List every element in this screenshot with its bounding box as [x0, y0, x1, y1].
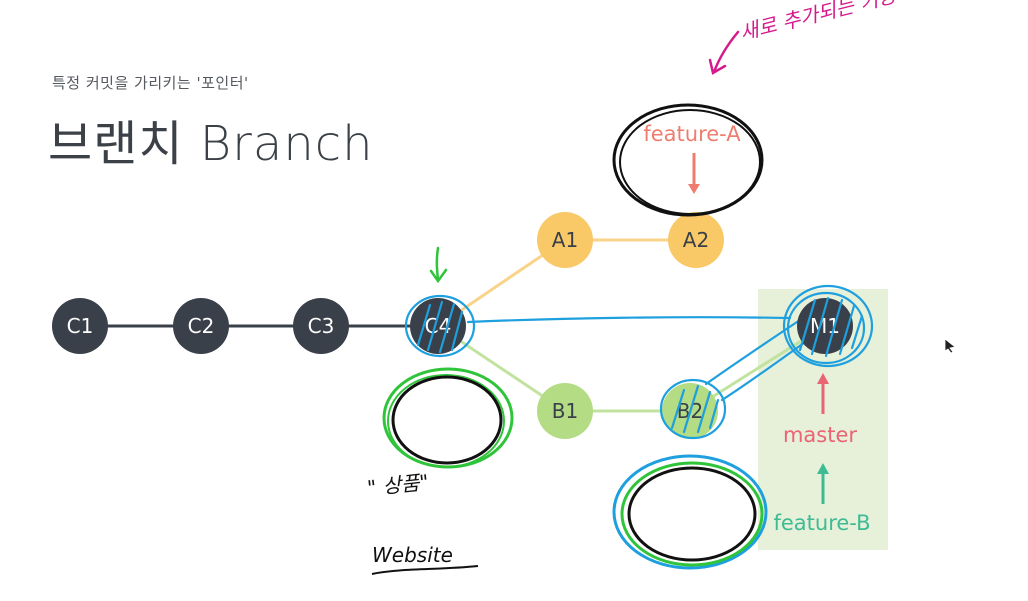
page-title: 브랜치 Branch — [48, 116, 374, 172]
commit-label-a2: A2 — [683, 228, 709, 252]
commit-label-c2: C2 — [188, 314, 215, 338]
pointer-feature-b: feature-B — [773, 463, 871, 535]
magenta-arrow-icon — [708, 30, 740, 75]
commit-label-c1: C1 — [67, 314, 94, 338]
green-arrow-icon — [429, 246, 448, 284]
commit-label-c3: C3 — [308, 314, 335, 338]
pointer-feature-a: feature-A — [612, 103, 764, 217]
pointer-label-feature-a: feature-A — [643, 122, 741, 146]
annotation-hatch-marks — [404, 284, 874, 440]
commit-c3[interactable]: C3 — [293, 298, 349, 354]
commit-c2[interactable]: C2 — [173, 298, 229, 354]
commit-a2[interactable]: A2 — [668, 212, 724, 268]
annotation-new-feature: 새로 추가되는 기능 — [737, 0, 900, 45]
cursor-icon — [944, 338, 956, 354]
commit-b1[interactable]: B1 — [537, 383, 593, 439]
commit-a1[interactable]: A1 — [537, 212, 593, 268]
annotation-circle-below-c4 — [382, 367, 514, 469]
subtitle: 특정 커밋을 가리키는 '포인터' — [52, 74, 249, 92]
commit-label-b1: B1 — [552, 399, 578, 423]
annotation-website: Website — [372, 543, 453, 567]
annotation-product: " 상품" — [366, 470, 430, 500]
pointer-label-feature-b: feature-B — [773, 511, 870, 535]
annotation-website-underline — [371, 565, 479, 575]
commit-label-a1: A1 — [552, 228, 578, 252]
commit-c1[interactable]: C1 — [52, 298, 108, 354]
pointer-label-master: master — [783, 423, 857, 447]
annotation-blue-strokes — [466, 316, 810, 402]
pointer-master: master — [783, 373, 857, 447]
annotation-circle-below-b2 — [612, 454, 768, 570]
